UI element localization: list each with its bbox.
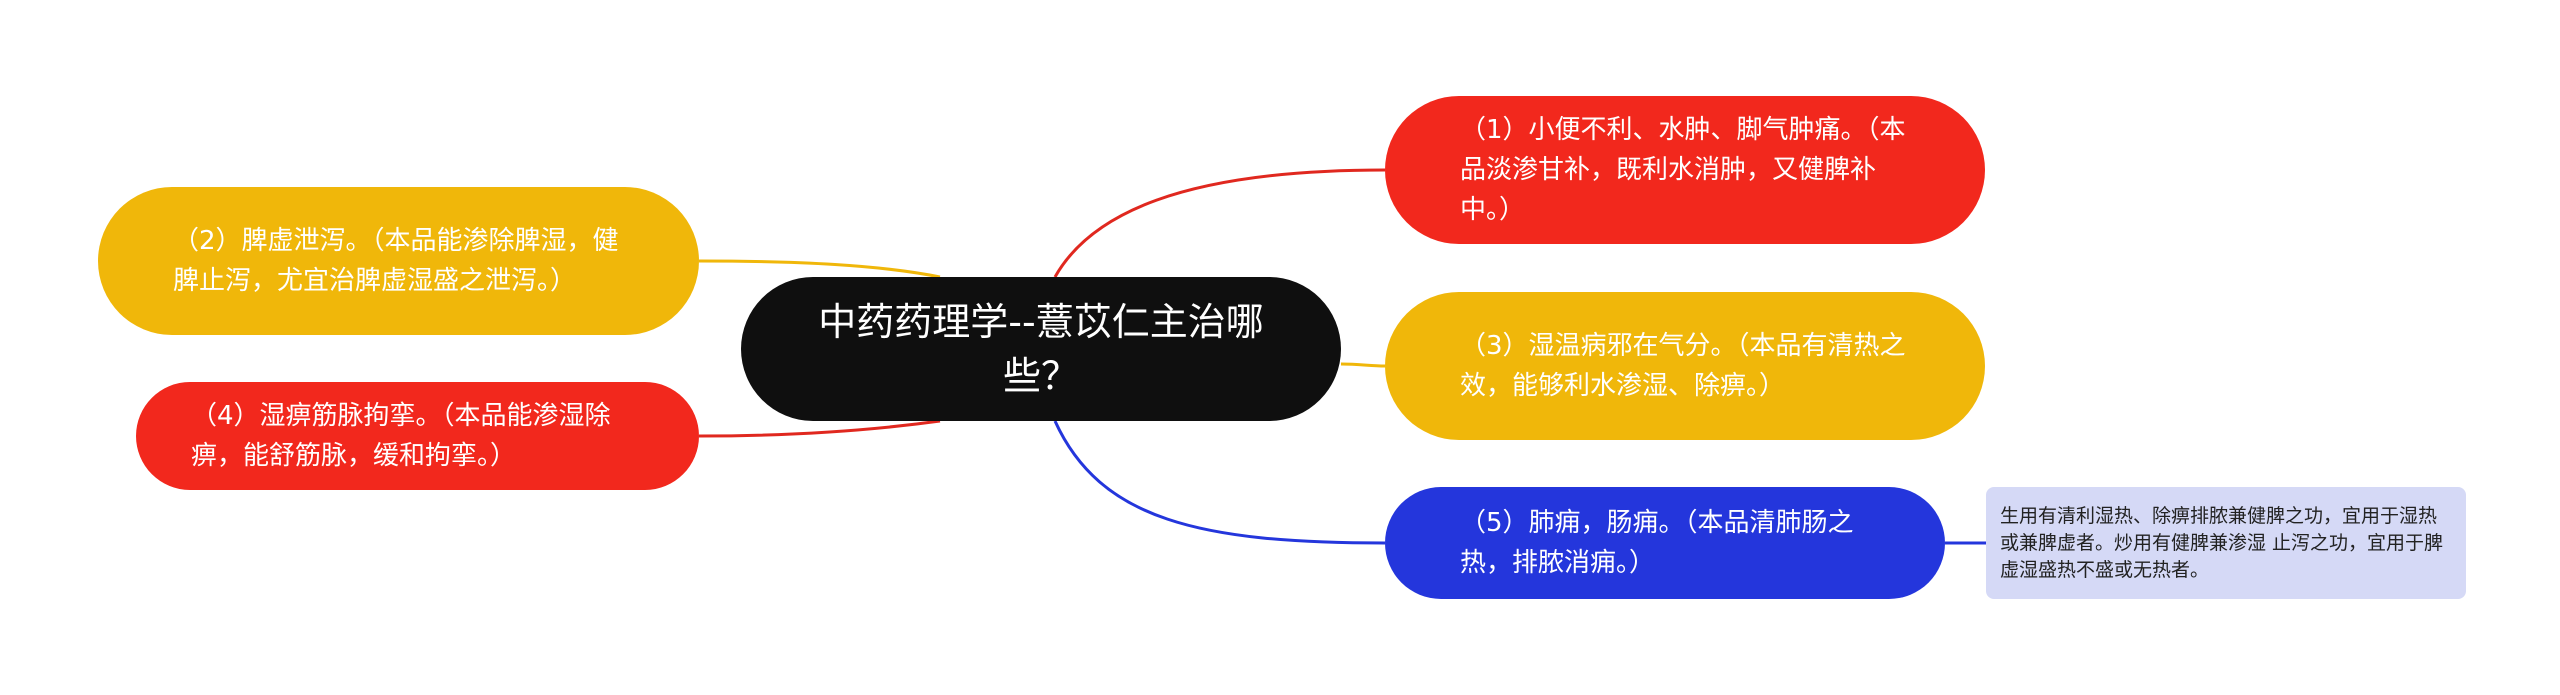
branch-node-3-text: （3）湿温病邪在气分。（本品有清热之效，能够利水渗湿、除痹。） xyxy=(1460,331,1906,401)
branch-node-1[interactable]: （1）小便不利、水肿、脚气肿痛。（本品淡渗甘补，既利水消肿，又健脾补中。） xyxy=(1385,96,1985,244)
note-box[interactable]: 生用有清利湿热、除痹排脓兼健脾之功，宜用于湿热或兼脾虚者。炒用有健脾兼渗湿 止泻… xyxy=(1986,487,2466,599)
connector-root-to-n5 xyxy=(1053,420,1386,545)
branch-node-5-text: （5）肺痈，肠痈。（本品清肺肠之热，排脓消痈。） xyxy=(1460,508,1854,578)
note-text: 生用有清利湿热、除痹排脓兼健脾之功，宜用于湿热或兼脾虚者。炒用有健脾兼渗湿 止泻… xyxy=(2000,504,2444,581)
branch-node-2[interactable]: （2）脾虚泄泻。（本品能渗除脾湿，健脾止泻，尤宜治脾虚湿盛之泄泻。） xyxy=(98,187,699,335)
branch-node-2-text: （2）脾虚泄泻。（本品能渗除脾湿，健脾止泻，尤宜治脾虚湿盛之泄泻。） xyxy=(173,226,619,296)
branch-node-3[interactable]: （3）湿温病邪在气分。（本品有清热之效，能够利水渗湿、除痹。） xyxy=(1385,292,1985,440)
connector-root-to-n3 xyxy=(1340,362,1386,368)
central-topic[interactable]: 中药药理学--薏苡仁主治哪些？ xyxy=(741,277,1341,421)
connector-root-to-n2 xyxy=(698,259,941,279)
connector-root-to-n4 xyxy=(698,419,941,438)
central-topic-text: 中药药理学--薏苡仁主治哪些？ xyxy=(818,300,1264,398)
branch-node-4-text: （4）湿痹筋脉拘挛。（本品能渗湿除痹，能舒筋脉，缓和拘挛。） xyxy=(191,401,611,471)
branch-node-1-text: （1）小便不利、水肿、脚气肿痛。（本品淡渗甘补，既利水消肿，又健脾补中。） xyxy=(1460,115,1906,225)
branch-node-4[interactable]: （4）湿痹筋脉拘挛。（本品能渗湿除痹，能舒筋脉，缓和拘挛。） xyxy=(136,382,699,490)
branch-node-5[interactable]: （5）肺痈，肠痈。（本品清肺肠之热，排脓消痈。） xyxy=(1385,487,1945,599)
connector-root-to-n1 xyxy=(1053,168,1386,278)
